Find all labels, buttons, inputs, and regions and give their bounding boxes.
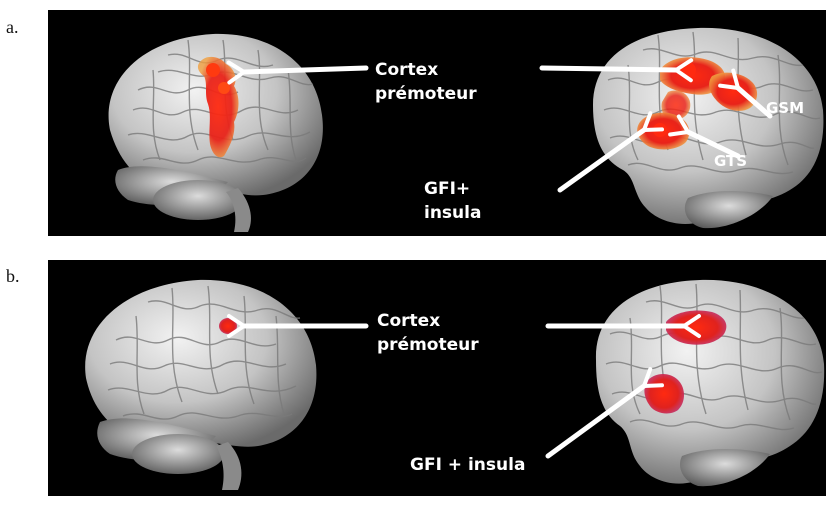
brain-left-a xyxy=(109,34,323,232)
brain-left-b xyxy=(85,280,316,490)
panel-a: Cortex prémoteur GFI+ insula GTS GSM xyxy=(48,10,826,236)
brain-right-b xyxy=(596,280,824,486)
label-premotor-a-line1: Cortex xyxy=(375,60,438,80)
label-gsm-a: GSM xyxy=(766,99,804,117)
arrow-premotor-right-a xyxy=(542,68,676,70)
panel-b-letter: b. xyxy=(6,267,20,285)
label-premotor-b-line1: Cortex xyxy=(377,311,440,331)
label-ifg-b: GFI + insula xyxy=(410,455,525,475)
label-ifg-a-line2: insula xyxy=(424,203,481,223)
panel-b: Cortex prémoteur GFI + insula xyxy=(48,260,826,496)
label-premotor-b-line2: prémoteur xyxy=(377,335,479,355)
brain-right-a xyxy=(593,28,823,228)
panel-b-canvas: Cortex prémoteur GFI + insula xyxy=(48,260,826,496)
label-gts-a: GTS xyxy=(714,152,747,170)
panel-a-canvas: Cortex prémoteur GFI+ insula GTS GSM xyxy=(48,10,826,236)
panel-a-letter: a. xyxy=(6,18,19,36)
label-ifg-a-line1: GFI+ xyxy=(424,179,470,199)
label-premotor-a-line2: prémoteur xyxy=(375,84,477,104)
